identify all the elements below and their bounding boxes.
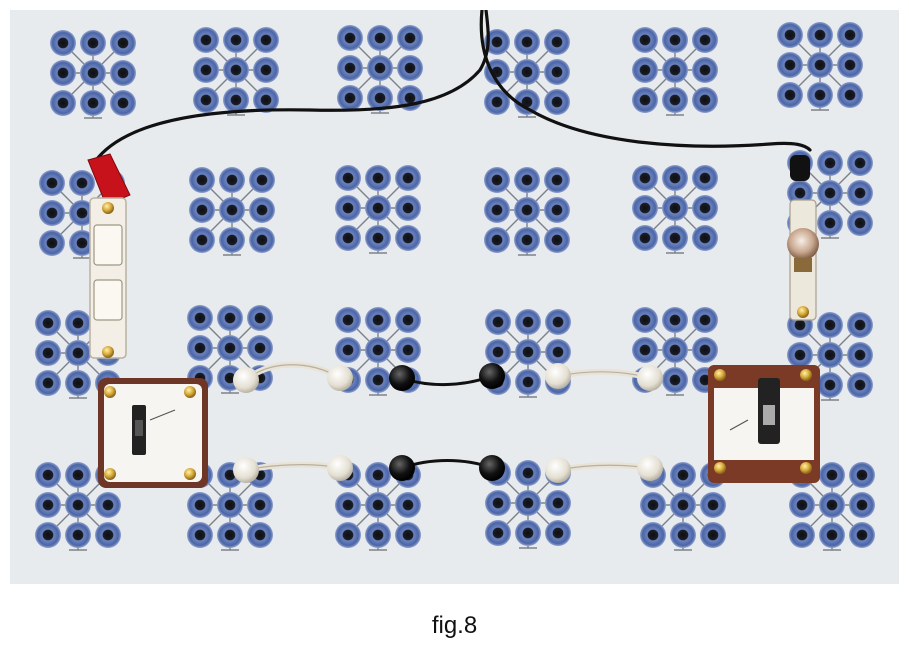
black-wire-top bbox=[90, 10, 812, 168]
switch-module-right bbox=[708, 365, 820, 483]
white-plugs bbox=[233, 363, 663, 483]
fuse-holder bbox=[89, 197, 127, 359]
red-clip bbox=[87, 153, 131, 206]
circuit-board-photo bbox=[10, 10, 899, 584]
lamp-holder bbox=[787, 155, 819, 321]
board-background bbox=[10, 10, 899, 584]
black-plugs bbox=[389, 363, 505, 481]
figure-caption: fig.8 bbox=[431, 612, 478, 639]
switch-module-left bbox=[98, 378, 208, 488]
